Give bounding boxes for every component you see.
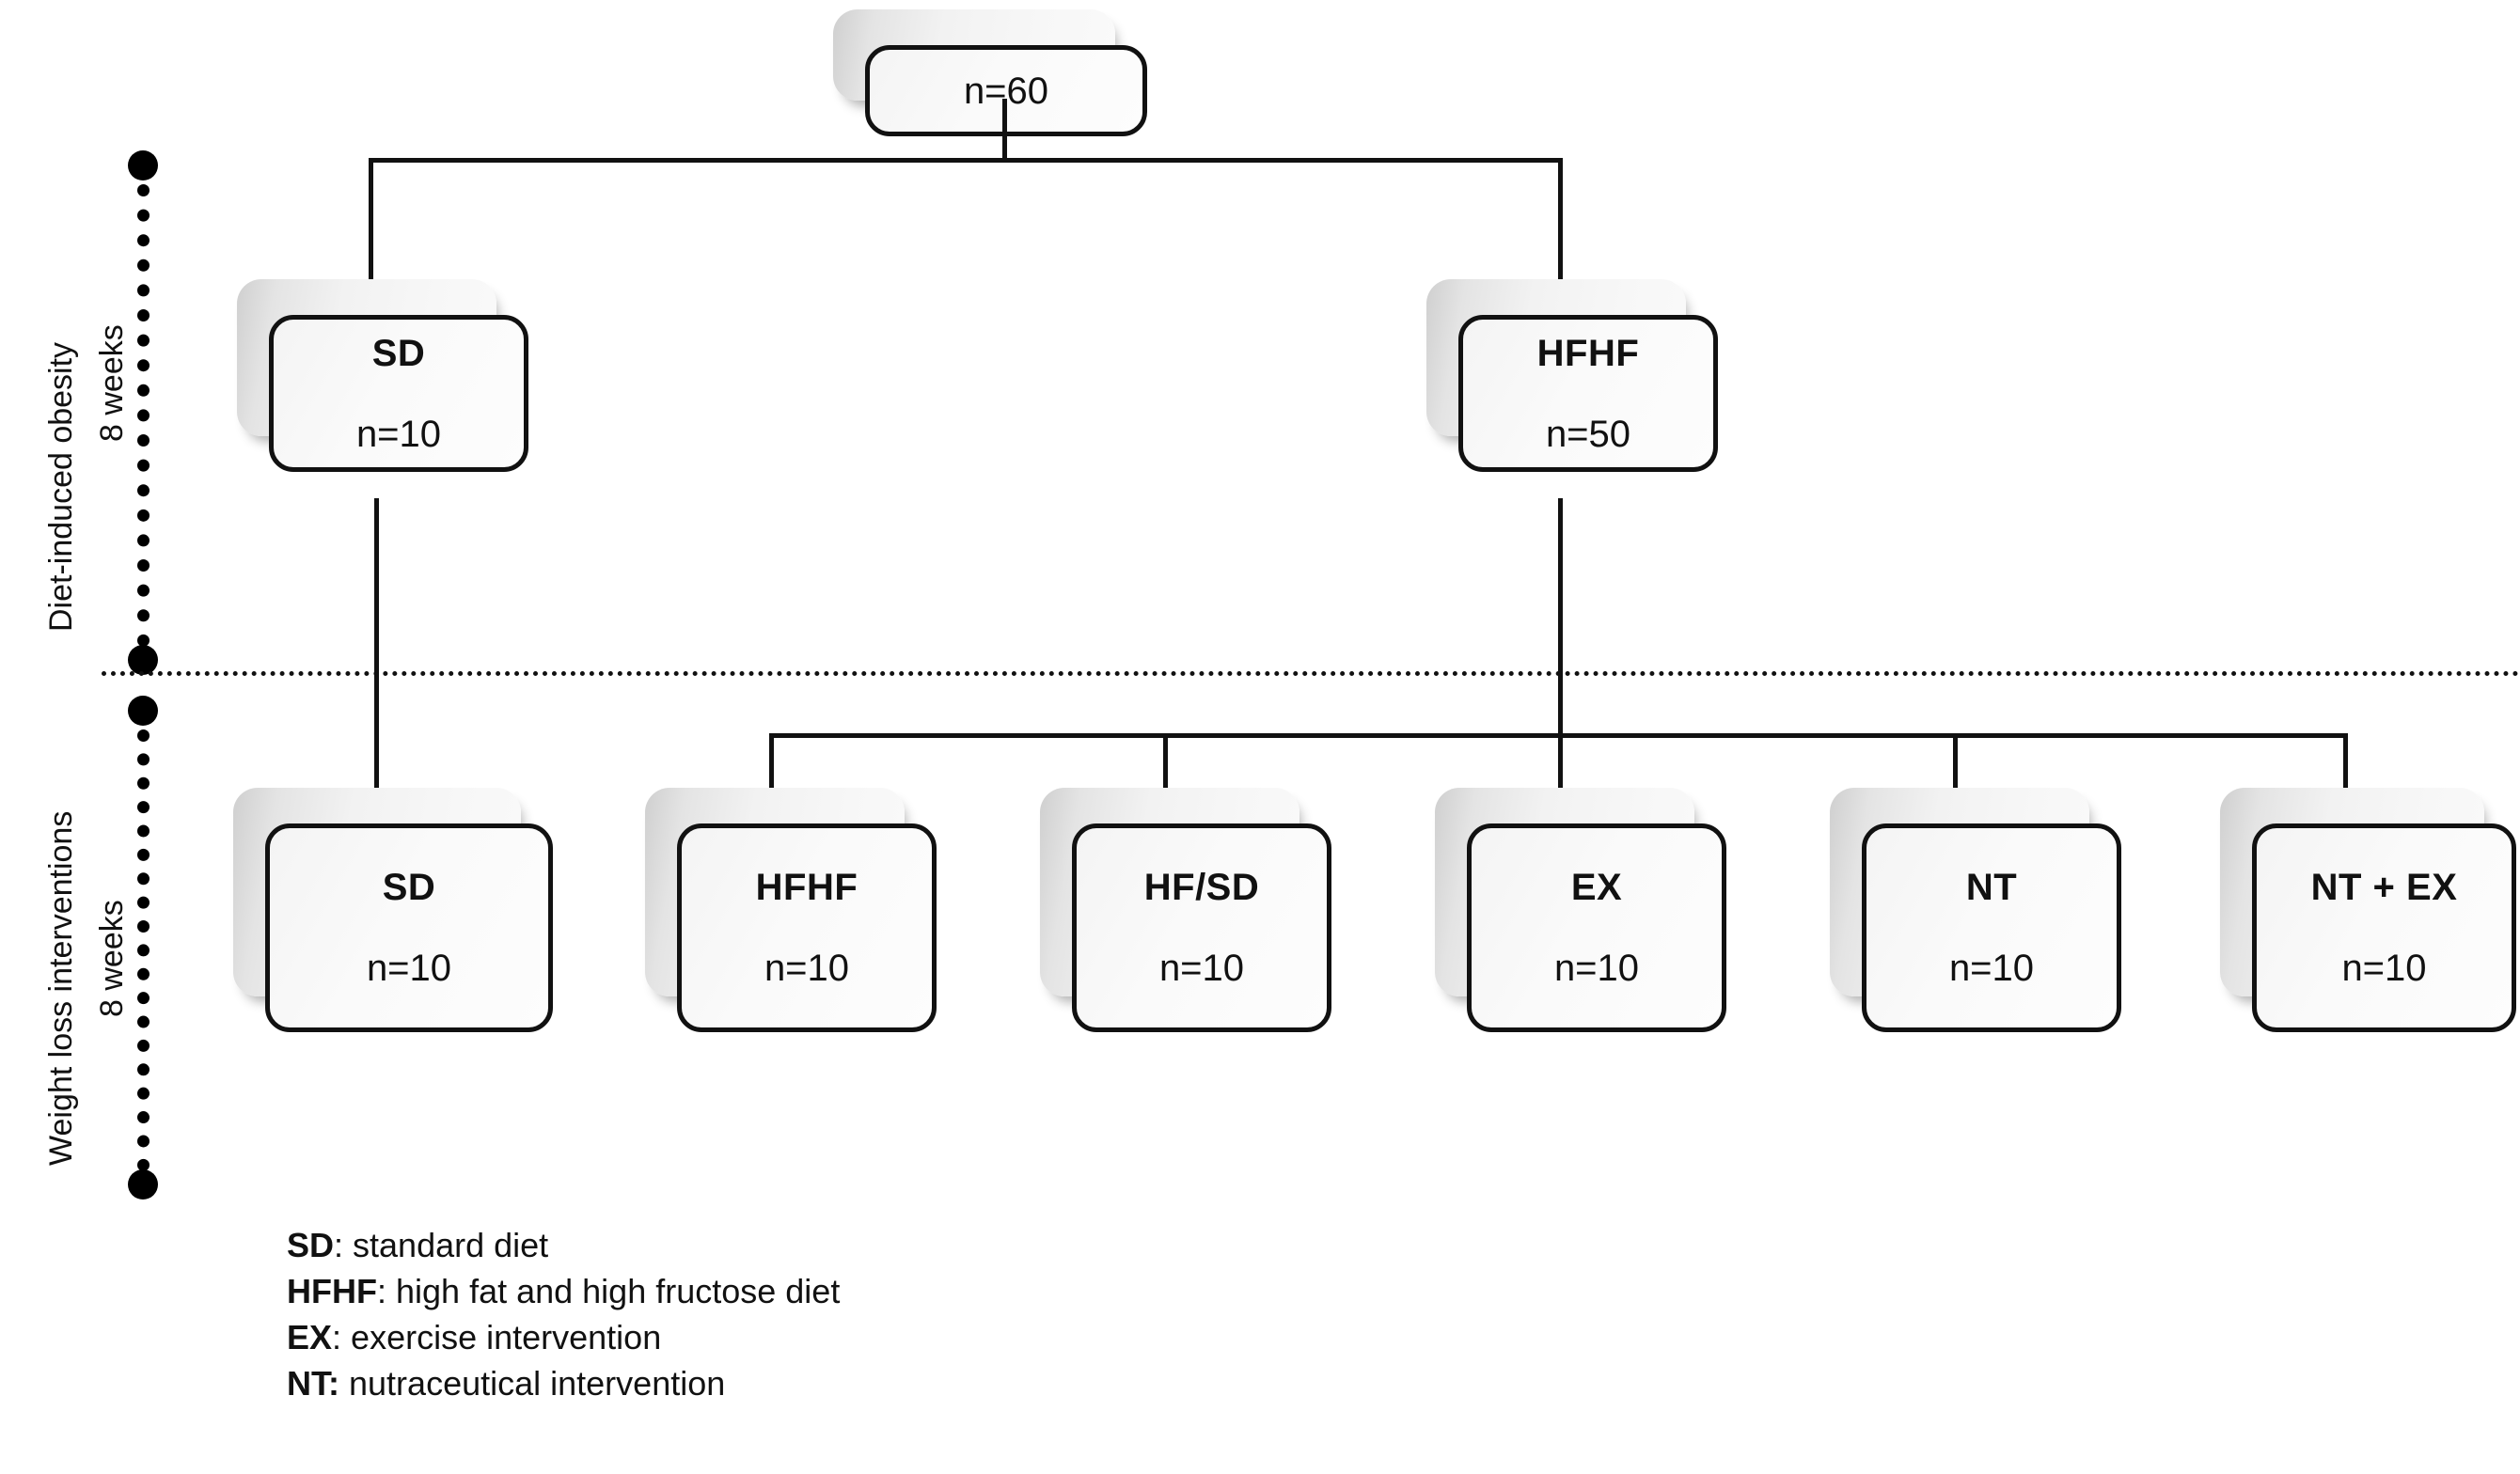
connector-row2-drop-sd [369, 158, 373, 318]
node-phase2-hfhf[interactable]: HFHF n=10 [645, 788, 937, 1032]
legend-item-hfhf: HFHF: high fat and high fructose diet [287, 1268, 840, 1314]
node-phase2-hfhf-title: HFHF [755, 867, 858, 908]
node-phase2-nt[interactable]: NT n=10 [1830, 788, 2121, 1032]
node-phase2-nt-body: NT n=10 [1862, 823, 2121, 1032]
timeline-phase1-start-dot [128, 150, 158, 180]
timeline-phase1-end-dot [128, 645, 158, 675]
timeline-phase2-line [137, 729, 150, 1171]
legend-item-nt: NT: nutraceutical intervention [287, 1360, 840, 1406]
connector-row3-drop-hfsd [1163, 733, 1168, 827]
node-phase1-hfhf-body: HFHF n=50 [1458, 315, 1718, 472]
timeline-phase1-label: Diet-induced obesity [43, 341, 79, 632]
legend-sep-sd: : [334, 1226, 354, 1264]
node-phase2-hfsd-count: n=10 [1158, 948, 1245, 989]
legend-abbr-nt: NT: [287, 1364, 339, 1403]
legend-abbr-hfhf: HFHF [287, 1272, 377, 1310]
connector-row3-drop-hfhf [769, 733, 774, 827]
connector-row3-drop-nt [1953, 733, 1958, 827]
legend-text-hfhf: high fat and high fructose diet [396, 1272, 841, 1310]
timeline-phase1-line [137, 184, 150, 647]
node-phase2-ntex-body: NT + EX n=10 [2252, 823, 2516, 1032]
node-phase2-ntex[interactable]: NT + EX n=10 [2220, 788, 2516, 1032]
connector-hfhf-stem [1558, 498, 1563, 735]
legend-sep-nt [339, 1364, 349, 1403]
node-phase2-hfsd[interactable]: HF/SD n=10 [1040, 788, 1331, 1032]
node-phase2-sd[interactable]: SD n=10 [233, 788, 553, 1032]
connector-root-stem [1002, 99, 1007, 160]
timeline-phase2-duration: 8 weeks [94, 900, 130, 1017]
legend-sep-hfhf: : [376, 1272, 396, 1310]
node-phase1-sd-body: SD n=10 [269, 315, 528, 472]
legend-sep-ex: : [332, 1318, 352, 1356]
legend-item-sd: SD: standard diet [287, 1222, 840, 1268]
connector-row3-drop-ex [1558, 733, 1563, 827]
connector-sd-phase1-to-phase2 [374, 498, 379, 829]
node-root[interactable]: n=60 [833, 9, 1147, 136]
legend-text-ex: exercise intervention [351, 1318, 662, 1356]
node-phase1-sd[interactable]: SD n=10 [237, 279, 528, 472]
node-phase1-hfhf-count: n=50 [1545, 413, 1631, 455]
node-phase2-ex[interactable]: EX n=10 [1435, 788, 1726, 1032]
legend-abbr-ex: EX [287, 1318, 333, 1356]
node-phase2-hfhf-body: HFHF n=10 [677, 823, 937, 1032]
timeline-phase2-start-dot [128, 696, 158, 726]
node-phase2-ex-title: EX [1570, 867, 1623, 908]
node-phase2-ex-count: n=10 [1553, 948, 1640, 989]
phase-separator [102, 671, 2520, 676]
timeline-phase2-end-dot [128, 1169, 158, 1200]
node-phase2-ex-body: EX n=10 [1467, 823, 1726, 1032]
legend-text-sd: standard diet [353, 1226, 549, 1264]
node-phase1-sd-title: SD [371, 332, 426, 374]
node-phase2-sd-count: n=10 [366, 948, 452, 989]
timeline-phase1-duration: 8 weeks [94, 324, 130, 442]
node-phase1-hfhf-title: HFHF [1536, 332, 1640, 374]
connector-row2-drop-hfhf [1558, 158, 1563, 318]
node-phase2-nt-title: NT [1965, 867, 2018, 908]
timeline-phase2-label: Weight loss interventions [43, 810, 79, 1166]
node-phase2-sd-body: SD n=10 [265, 823, 553, 1032]
node-phase2-ntex-title: NT + EX [2310, 867, 2458, 908]
legend-abbr-sd: SD [287, 1226, 335, 1264]
connector-row3-drop-ntex [2343, 733, 2348, 827]
node-phase2-nt-count: n=10 [1948, 948, 2035, 989]
node-phase2-hfsd-body: HF/SD n=10 [1072, 823, 1331, 1032]
node-phase2-sd-title: SD [382, 867, 436, 908]
legend-item-ex: EX: exercise intervention [287, 1314, 840, 1360]
node-phase2-hfsd-title: HF/SD [1143, 867, 1260, 908]
legend: SD: standard diet HFHF: high fat and hig… [287, 1222, 840, 1406]
legend-text-nt: nutraceutical intervention [349, 1364, 726, 1403]
connector-row2-bar [369, 158, 1563, 163]
node-phase1-sd-count: n=10 [355, 413, 442, 455]
node-phase2-hfhf-count: n=10 [764, 948, 850, 989]
node-phase1-hfhf[interactable]: HFHF n=50 [1426, 279, 1718, 472]
node-phase2-ntex-count: n=10 [2341, 948, 2427, 989]
